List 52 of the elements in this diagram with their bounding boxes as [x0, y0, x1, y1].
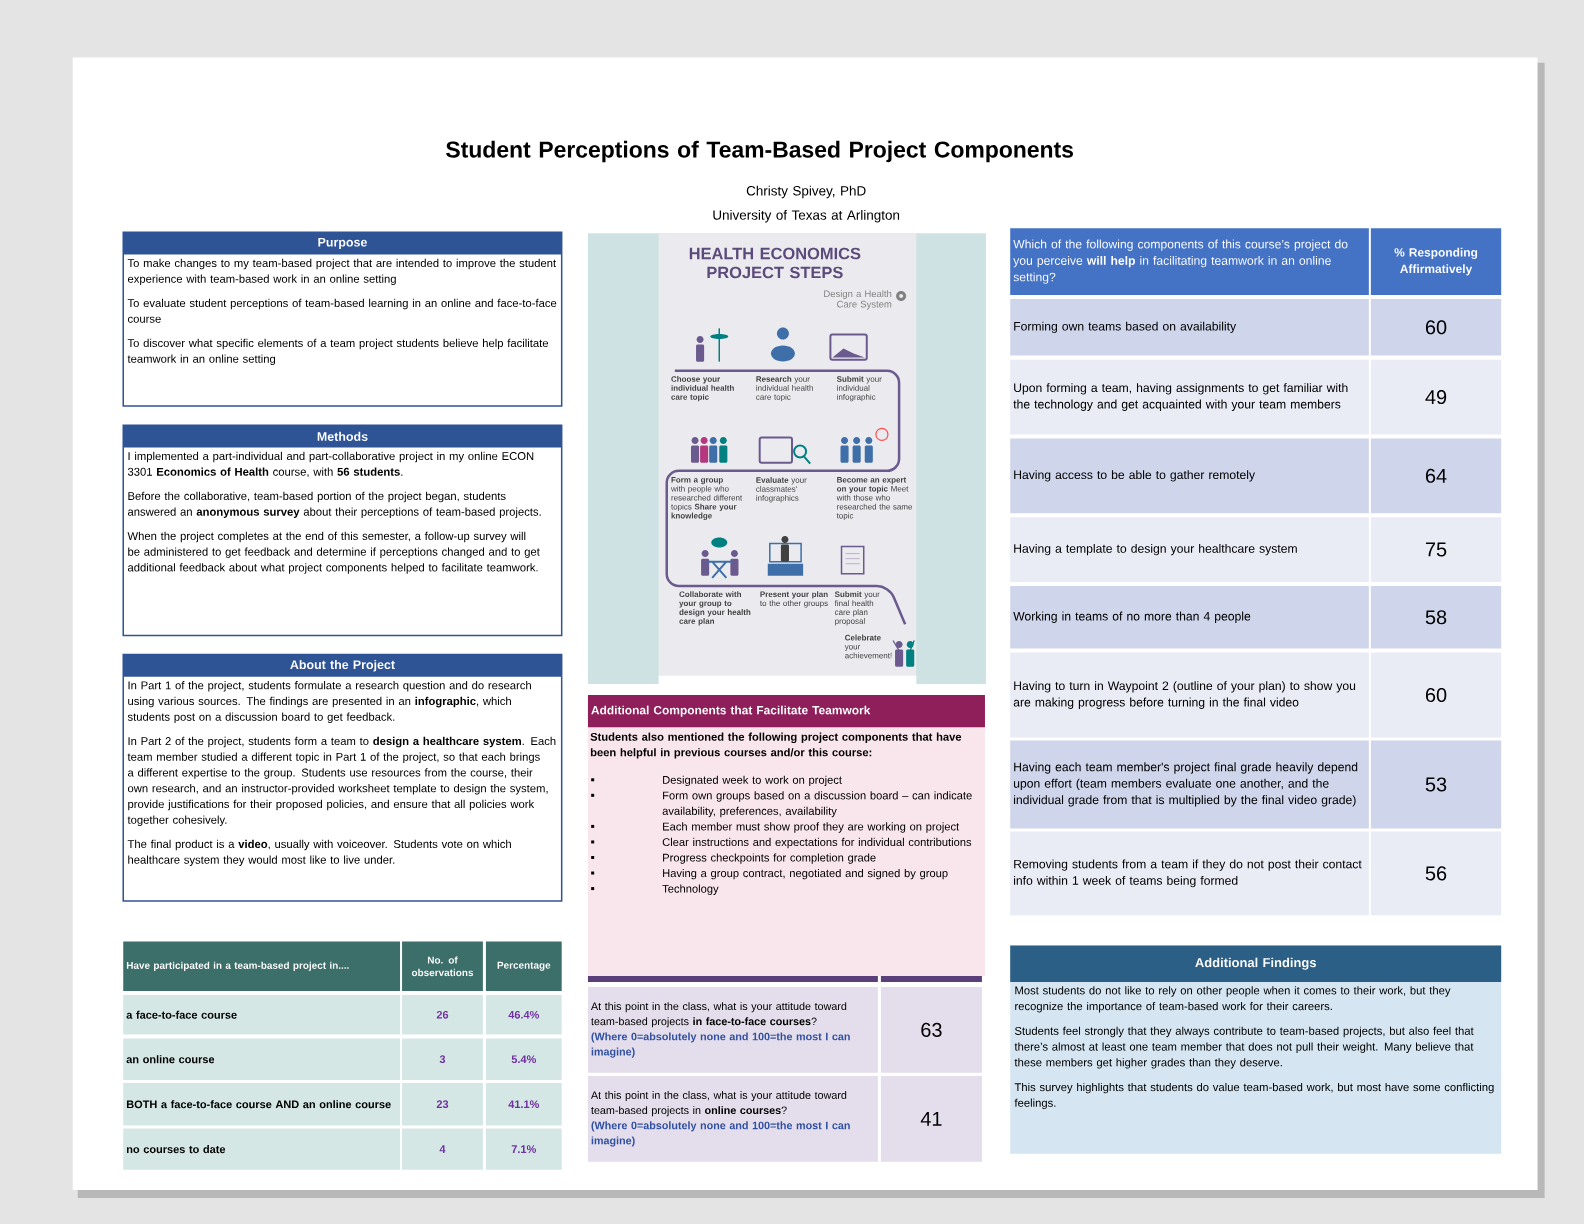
table-cell: 49 [1370, 359, 1502, 435]
body-text: To discover what specific elements of a team project students believe help facilitate teamwork in an online setting [127, 338, 549, 365]
body-text: When the project completes at the end of this semester, a follow-up survey will be administered to get feedback and determine if perceptions changed and to get additional feedback about what project components helped to facilitate teamwork. [127, 531, 540, 574]
table-cell: 53 [1370, 740, 1502, 829]
list-item: Having a group contract, negotiated and signed by group [663, 868, 948, 880]
table-cell: 60 [1370, 652, 1502, 738]
table-cell: 63 [880, 987, 982, 1073]
body-text: To make changes to my team-based project that are intended to improve the student experience with team-based work in an online setting [127, 258, 556, 286]
body-text: Most students do not like to rely on other people when it comes to their work, but they recognize the importance of team-based work for their careers. [1015, 986, 1451, 1013]
section-heading: Methods [123, 425, 562, 448]
body-text: This survey highlights that students do value team-based work, but most have some conflicting feelings. [1014, 1082, 1494, 1110]
table-cell: 41.1% [485, 1082, 562, 1126]
list-item: Designated week to work on project [663, 775, 842, 787]
table-cell: 56 [1370, 831, 1502, 916]
table-cell: 26 [402, 995, 483, 1035]
table-cell: 5.4% [485, 1038, 562, 1080]
table-cell: 75 [1370, 517, 1502, 582]
list-item: Technology [662, 884, 719, 895]
table-cell: At this point in the class, what is your attitude toward team-based projects in face-to-face courses? (Where 0=absolutely none and 100=the most I can imagine) [587, 987, 878, 1073]
table-header-cell: % Responding Affirmatively [1370, 228, 1502, 295]
table-cell: 7.1% [485, 1128, 562, 1170]
author-text: Christy Spivey, PhD [746, 185, 866, 199]
list-item: Clear instructions and expectations for individual contributions [662, 837, 972, 849]
poster-title: Student Perceptions of Team-Based Project Components [446, 140, 1073, 163]
infographic-subtitle: Design a Health Care System [824, 290, 892, 310]
body-text: To evaluate student perceptions of team-based learning in an online and face-to-face course [127, 298, 557, 323]
list-item: Progress checkpoints for completion grade [663, 853, 876, 864]
table-cell: 3 [402, 1038, 483, 1080]
table-cell: 58 [1370, 585, 1502, 649]
body-text: In Part 1 of the project, students formulate a research question and do research using various sources. The findings are presented in an infographic, which students post on a discussion board to get feedback. [127, 681, 531, 724]
list-item: Each member must show proof they are working on project [663, 822, 960, 833]
table-header-cell: No. of observations [402, 941, 483, 991]
body-text: Students feel strongly that they always contribute to team-based projects, but also feel that there’s almost at least one team member that does not pull their weight. Many believe that these members get higher grades than they deserve. [1014, 1026, 1474, 1069]
table-cell: 4 [402, 1128, 483, 1170]
body-text: The final product is a video, usually with voiceover. Students vote on which healthcare system they would most like to live under. [127, 839, 511, 866]
list-item: Form own groups based on a discussion board – can indicate availability, preferences, availability [662, 791, 972, 818]
section-heading: Purpose [123, 232, 562, 255]
section-heading: Additional Components that Facilitate Teamwork [587, 695, 985, 728]
body-text: In Part 2 of the project, students form a team to design a healthcare system. Each team member studied a different topic in Part 1 of the project, so that each brings a different expertise to the group. Students use resources from the course, their own research, and an instructor-provided worksheet template to design the system, provide justifications for their proposed policies, and ensure that all policies work together cohesively. [127, 736, 556, 826]
table-cell: 46.4% [485, 995, 562, 1035]
table-cell: 41 [880, 1075, 982, 1162]
body-text: Students also mentioned the following project components that have been helpful in previous courses and/or this course: [590, 732, 962, 759]
section-heading: Additional Findings [1010, 945, 1502, 982]
body-text: I implemented a part-individual and part-collaborative project in my online ECON 3301 Economics of Health course, with 56 students. [127, 451, 534, 478]
table-header-cell: Percentage [485, 941, 562, 991]
table-cell: At this point in the class, what is your attitude toward team-based projects in online courses? (Where 0=absolutely none and 100=the most I can imagine) [587, 1075, 878, 1162]
section-heading: About the Project [123, 654, 562, 677]
table-cell: 64 [1370, 438, 1502, 514]
table-cell: 60 [1370, 299, 1502, 356]
infographic-title: HEALTH ECONOMICS PROJECT STEPS [689, 247, 861, 279]
table-cell: 23 [402, 1082, 483, 1126]
body-text: Before the collaborative, team-based portion of the project began, students answered an anonymous survey about their perceptions of team-based projects. [128, 491, 541, 518]
